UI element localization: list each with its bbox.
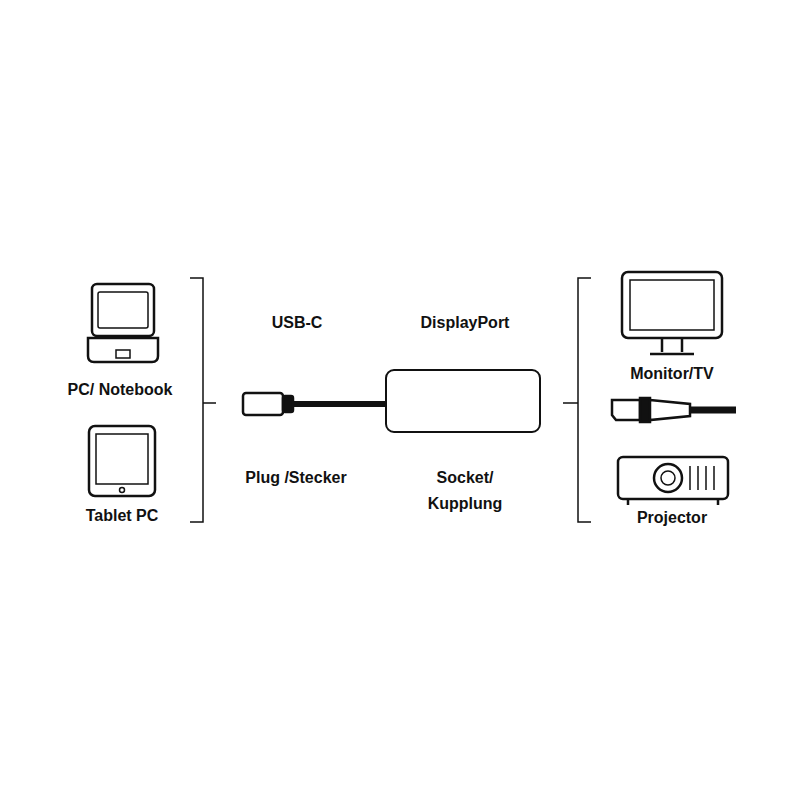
bracket xyxy=(190,278,216,522)
label: Monitor/TV xyxy=(630,361,714,387)
bracket xyxy=(563,278,591,522)
displayport-cable xyxy=(612,398,736,422)
label: Socket/ Kupplung xyxy=(420,465,510,516)
laptop-icon xyxy=(92,284,154,336)
usb-c-plug xyxy=(243,393,283,415)
label: PC/ Notebook xyxy=(68,377,173,403)
tablet-icon xyxy=(89,426,155,496)
label: DisplayPort xyxy=(421,310,510,336)
label: USB-C xyxy=(272,310,323,336)
label: Projector xyxy=(637,505,707,531)
label: Tablet PC xyxy=(86,503,159,529)
monitor-icon xyxy=(622,272,722,338)
adapter-housing xyxy=(386,370,540,432)
projector-icon xyxy=(618,457,728,505)
label: Plug /Stecker xyxy=(245,465,346,491)
cable xyxy=(293,401,386,407)
